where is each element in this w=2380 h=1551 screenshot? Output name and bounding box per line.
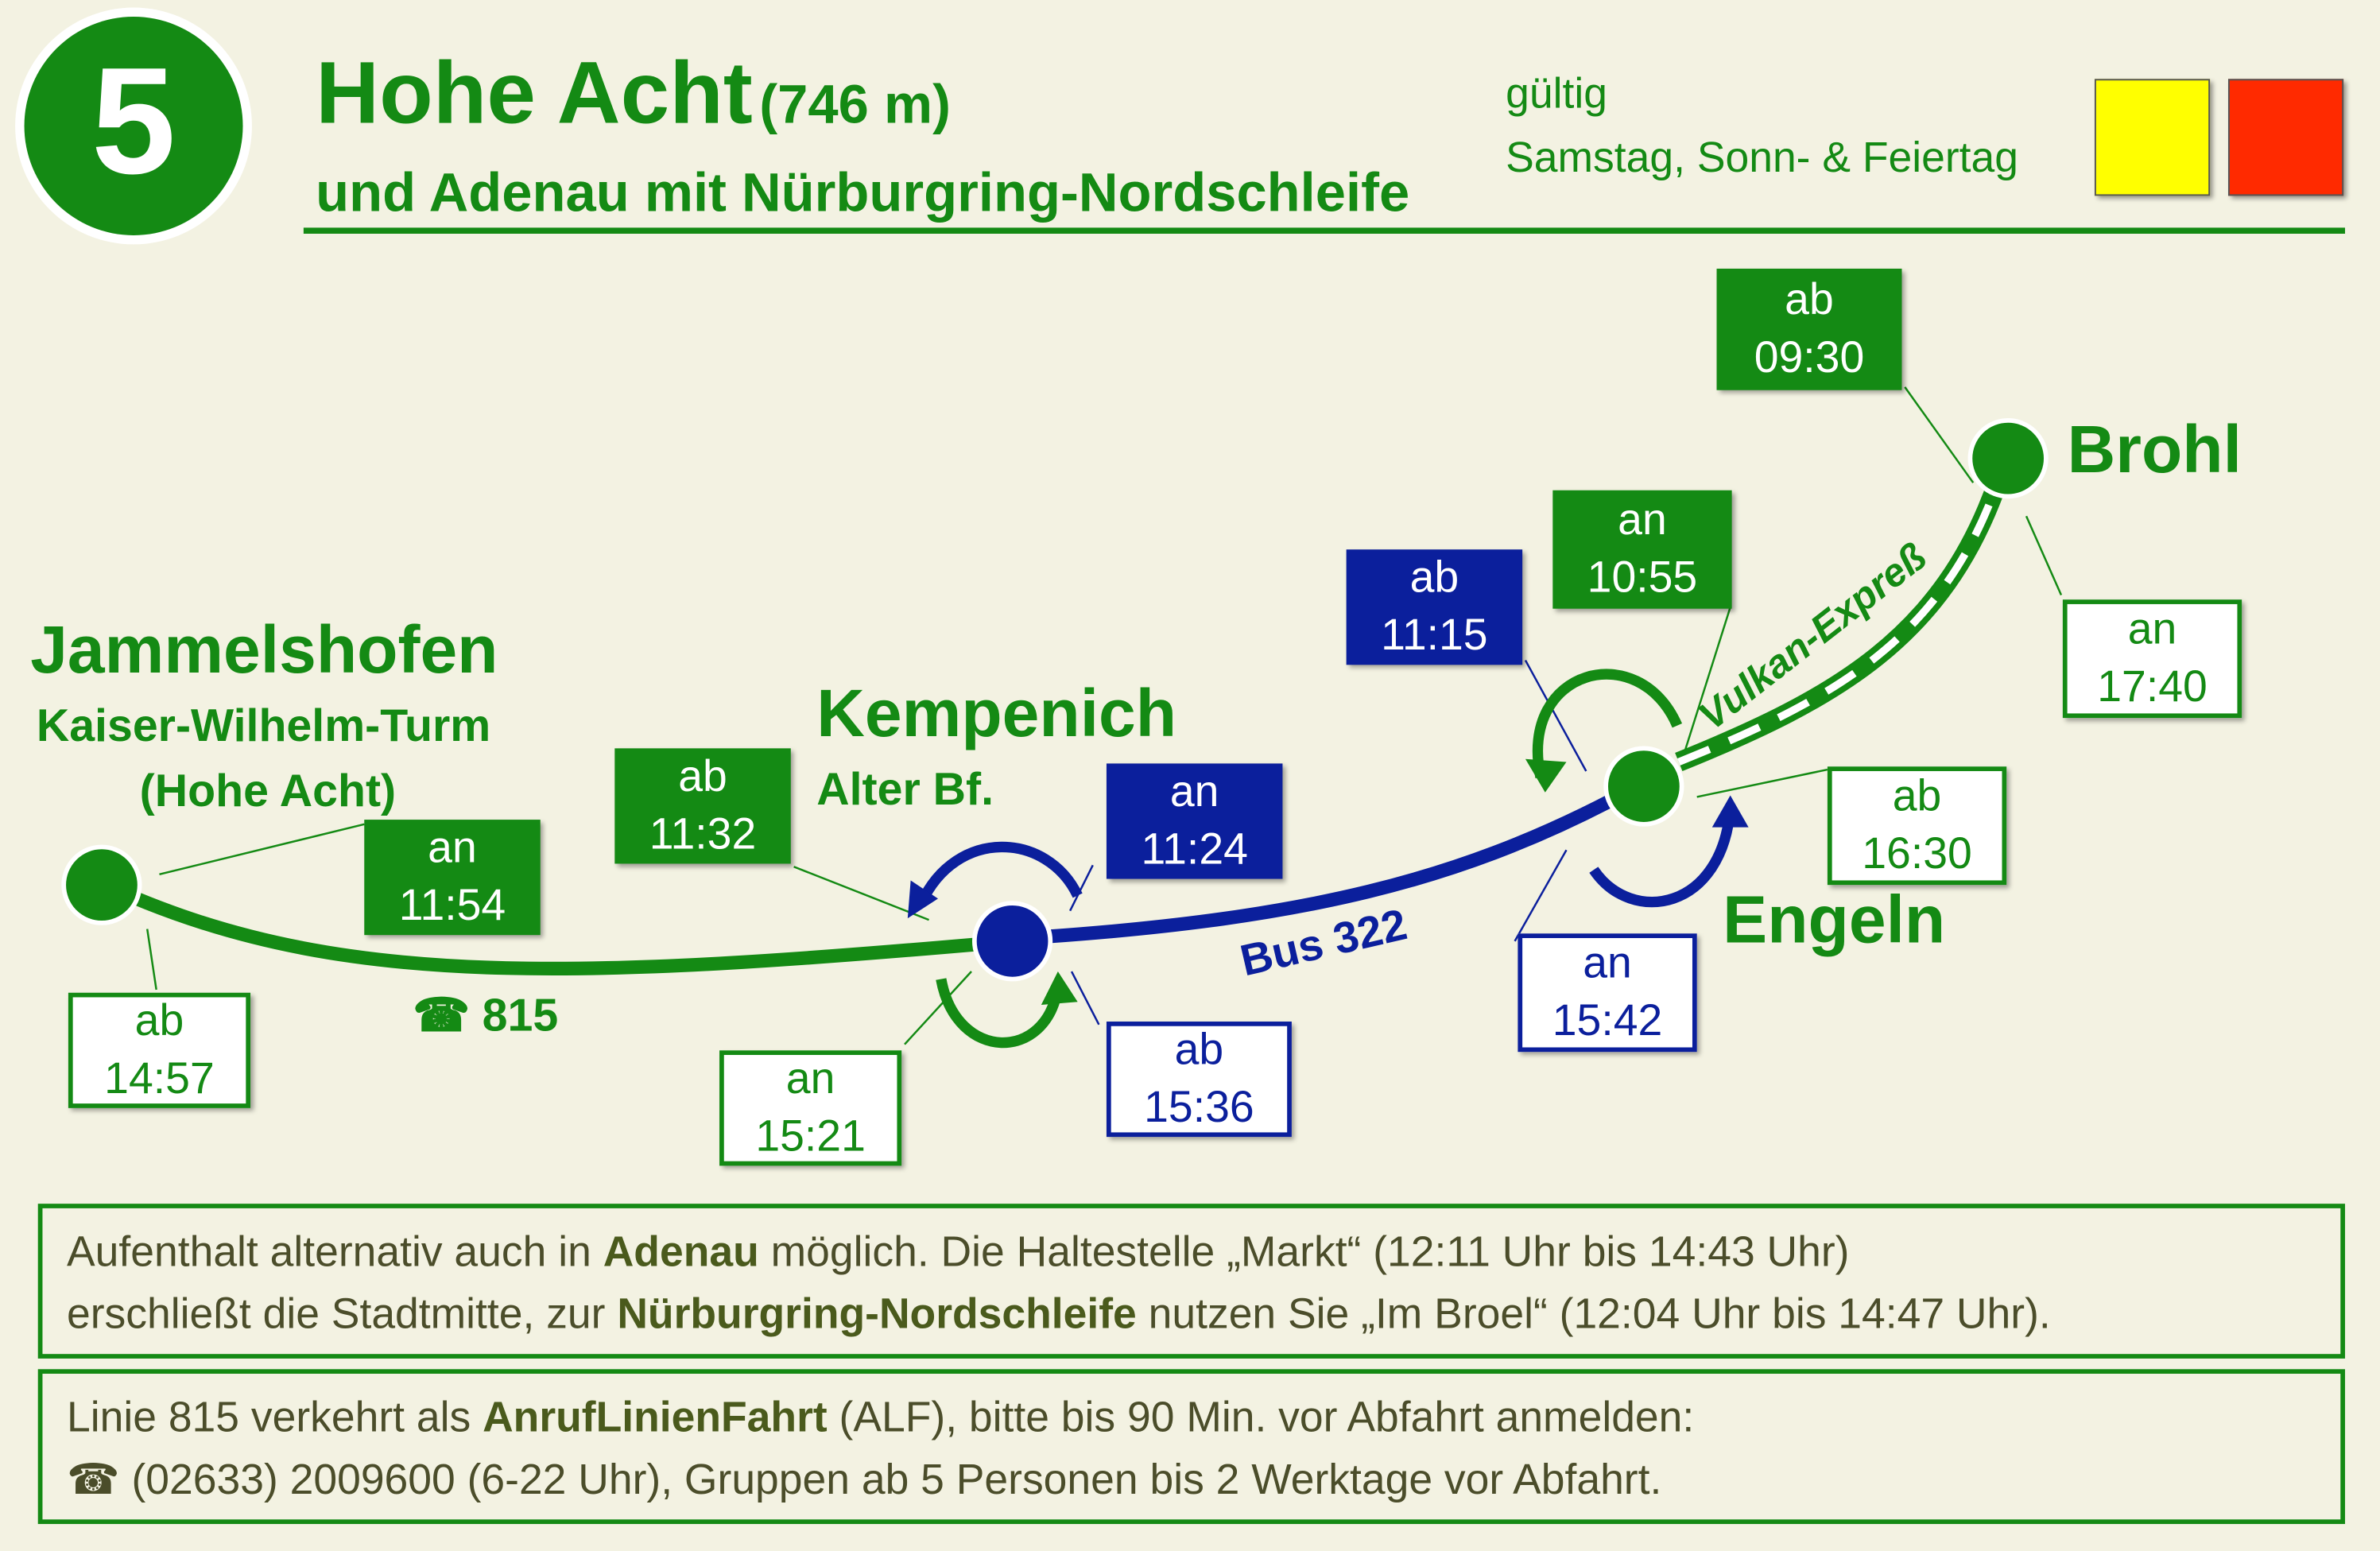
yellow-day-marker xyxy=(2094,79,2211,196)
station-jammelshofen-sub: Kaiser-Wilhelm-Turm xyxy=(36,701,491,752)
route-815 xyxy=(134,892,980,976)
page-title: Hohe Acht xyxy=(316,44,753,143)
subtitle: und Adenau mit Nürburgring-Nordschleife xyxy=(316,161,1410,223)
station-jammelshofen-sub2: (Hohe Acht) xyxy=(139,766,397,817)
station-node-kempenich xyxy=(971,901,1053,982)
valid-label: gültig xyxy=(1506,69,1607,118)
route-bus-322 xyxy=(1046,793,1615,944)
line-815-label: ☎ 815 xyxy=(413,991,559,1041)
station-brohl: Brohl xyxy=(2067,413,2242,487)
line-number: 5 xyxy=(91,36,176,207)
phone-icon: ☎ xyxy=(67,1456,120,1503)
valid-days: Samstag, Sonn- & Feiertag xyxy=(1506,134,2018,181)
station-node-jammelshofen xyxy=(61,844,142,925)
station-kempenich-sub: Alter Bf. xyxy=(816,765,994,816)
note-adenau: Aufenthalt alternativ auch in Adenau mög… xyxy=(37,1204,2346,1359)
connector-lines xyxy=(145,386,2063,1045)
station-kempenich: Kempenich xyxy=(816,677,1177,752)
transfer-arrows xyxy=(916,669,1736,1049)
note-alf: Linie 815 verkehrt als AnrufLinienFahrt … xyxy=(37,1369,2346,1525)
elevation: (746 m) xyxy=(759,72,952,135)
red-day-marker xyxy=(2227,79,2344,196)
station-node-brohl xyxy=(1967,418,2049,499)
station-engeln: Engeln xyxy=(1723,883,1946,958)
station-node-engeln xyxy=(1603,746,1684,827)
line-badge xyxy=(24,17,243,235)
phone-icon: ☎ xyxy=(413,991,470,1041)
station-jammelshofen: Jammelshofen xyxy=(30,613,498,688)
